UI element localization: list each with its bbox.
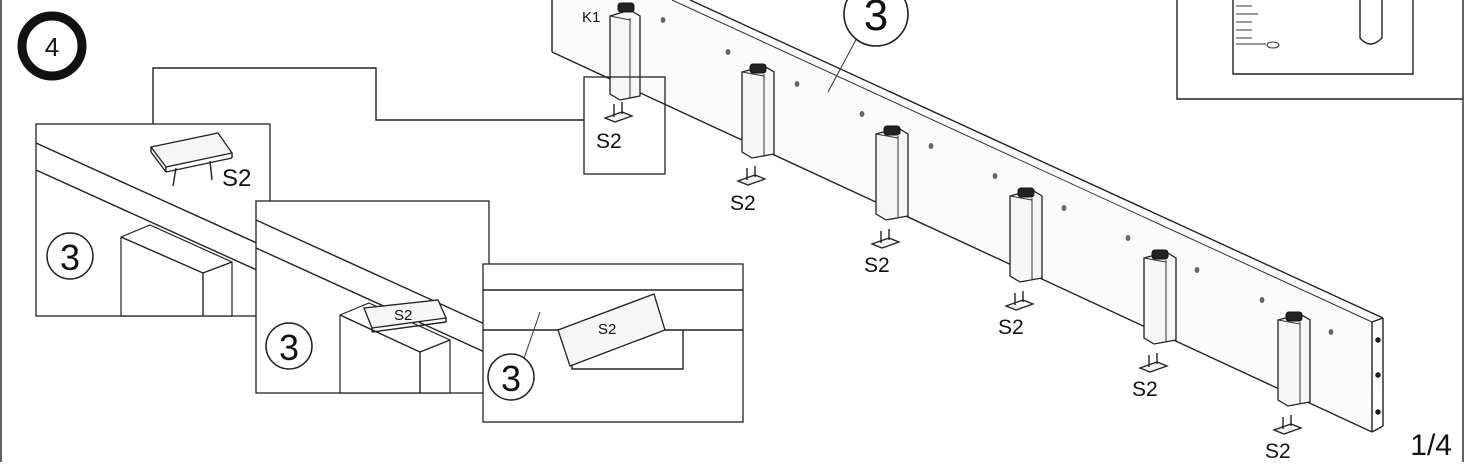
part-3-label: 3 bbox=[279, 327, 299, 368]
bracket-icon bbox=[1004, 291, 1035, 311]
bracket-label: S2 bbox=[1132, 378, 1158, 401]
inset-inner-frame bbox=[1232, 0, 1414, 75]
edge-hole bbox=[1375, 372, 1381, 378]
board-holes bbox=[660, 17, 1334, 335]
bracket-icon bbox=[736, 166, 767, 186]
bracket-label: S2 bbox=[864, 254, 890, 277]
bracket-label: S2 bbox=[598, 321, 616, 338]
cam-fitting-icon bbox=[1017, 187, 1035, 198]
rail-6 bbox=[1277, 311, 1311, 407]
part-3-label: 3 bbox=[60, 237, 80, 278]
inset-frame bbox=[1176, 0, 1463, 100]
bracket-icon bbox=[149, 132, 234, 187]
bracket-icon bbox=[1138, 353, 1169, 373]
part-3-callout bbox=[46, 232, 94, 280]
bracket-label: S2 bbox=[998, 316, 1024, 339]
callout-box-bracket bbox=[583, 76, 666, 175]
cam-label: K1 bbox=[582, 9, 600, 26]
step-badge-ring bbox=[17, 11, 87, 81]
inset-panel-c: S2 3 bbox=[482, 263, 744, 423]
step-number: 4 bbox=[45, 32, 59, 62]
rail-3 bbox=[875, 125, 909, 221]
board-top-edge bbox=[689, 0, 1384, 319]
bracket-plate-icon bbox=[557, 293, 666, 367]
bracket-label: S2 bbox=[394, 307, 412, 324]
inset-panel-b: S2 3 bbox=[255, 200, 490, 394]
part-3-label: 3 bbox=[501, 358, 521, 399]
inset-detail-topright bbox=[1176, 0, 1463, 100]
rail-4 bbox=[1009, 187, 1043, 283]
cam-fitting-icon bbox=[617, 2, 635, 13]
page-indicator: 1/4 bbox=[1410, 429, 1452, 462]
part-3-callout bbox=[843, 0, 909, 47]
ruler-icon bbox=[1236, 5, 1280, 49]
part-3-callout bbox=[487, 353, 535, 401]
bracket-label: S2 bbox=[222, 165, 251, 192]
detail-connector-line bbox=[152, 67, 584, 124]
dowel-icon bbox=[1359, 0, 1383, 45]
cam-fitting-icon bbox=[883, 125, 901, 136]
bracket-icon bbox=[603, 102, 634, 123]
part-3-label: 3 bbox=[864, 0, 888, 40]
bracket-icon bbox=[1272, 415, 1303, 435]
cam-fitting-icon bbox=[1285, 311, 1303, 322]
bracket-icon bbox=[870, 229, 901, 249]
step-badge: 4 bbox=[17, 11, 87, 81]
cam-fitting-icon bbox=[749, 63, 767, 74]
cam-fitting-icon bbox=[1151, 249, 1169, 260]
edge-hole bbox=[1375, 409, 1381, 415]
bracket-plate-icon bbox=[363, 299, 447, 333]
edge-hole bbox=[1375, 337, 1381, 343]
bracket-label: S2 bbox=[730, 192, 756, 215]
bracket-label: S2 bbox=[1265, 440, 1291, 462]
inset-panel-a: S2 3 bbox=[35, 123, 271, 317]
rail-2 bbox=[741, 63, 775, 159]
part-3-callout bbox=[265, 322, 313, 370]
bracket-label: S2 bbox=[596, 130, 622, 153]
callout-leader bbox=[827, 35, 859, 93]
board-bottom-edge bbox=[551, 51, 1373, 433]
rail-5 bbox=[1143, 249, 1177, 345]
